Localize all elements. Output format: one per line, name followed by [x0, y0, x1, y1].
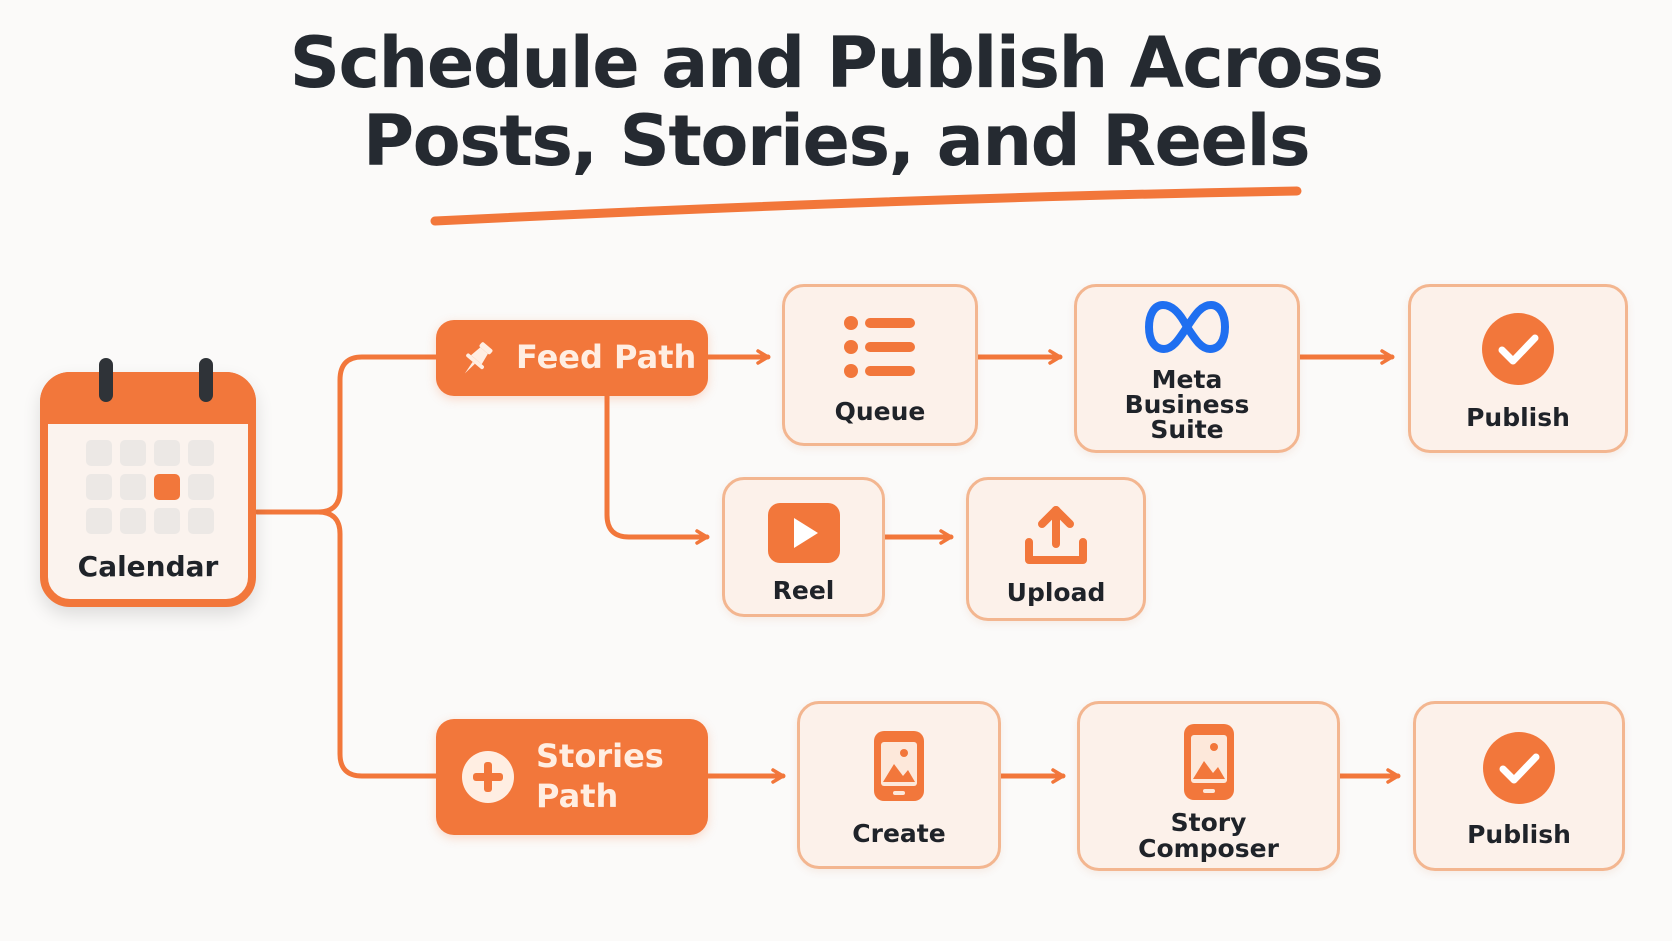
meta-logo-icon — [1145, 301, 1229, 353]
stories-path-label-line-1: Stories — [536, 737, 664, 775]
stories-publish-card[interactable]: Publish — [1413, 701, 1625, 871]
check-circle-icon — [1482, 313, 1554, 385]
stories-path-label-line-2: Path — [536, 777, 619, 815]
stories-path-pill[interactable]: Stories Path — [436, 719, 708, 835]
page-title-line-2: Posts, Stories, and Reels — [362, 100, 1311, 182]
reel-card[interactable]: Reel — [722, 477, 885, 617]
pin-icon — [464, 342, 493, 374]
connector-to-stories — [315, 509, 439, 779]
check-circle-icon — [1483, 732, 1555, 804]
feed-publish-card[interactable]: Publish — [1408, 284, 1628, 453]
feed-publish-label: Publish — [1466, 403, 1570, 432]
upload-card[interactable]: Upload — [966, 477, 1146, 621]
feed-path-label: Feed Path — [516, 338, 697, 376]
play-icon — [767, 503, 840, 563]
calendar-ring-left — [99, 358, 113, 402]
phone-image-icon — [874, 731, 924, 801]
page-title-line-1: Schedule and Publish Across — [289, 22, 1384, 104]
queue-label: Queue — [834, 397, 926, 426]
list-icon — [844, 316, 915, 378]
upload-icon — [1025, 506, 1087, 564]
stories-publish-label: Publish — [1467, 820, 1571, 849]
create-card[interactable]: Create — [797, 701, 1001, 869]
upload-label: Upload — [1006, 578, 1106, 607]
calendar-card[interactable]: Calendar — [40, 358, 256, 607]
phone-image-icon — [1183, 724, 1234, 800]
queue-card[interactable]: Queue — [782, 284, 978, 446]
plus-circle-icon — [462, 751, 514, 803]
create-label: Create — [852, 819, 946, 848]
feed-path-pill[interactable]: Feed Path — [436, 320, 708, 396]
story-composer-label-line-2: Composer — [1138, 834, 1279, 863]
story-composer-label-line-1: Story — [1170, 808, 1247, 837]
meta-label-line-1: Meta — [1151, 365, 1223, 394]
connector-to-feed — [315, 354, 439, 515]
story-composer-card[interactable]: Story Composer — [1077, 701, 1340, 871]
calendar-label: Calendar — [77, 550, 219, 583]
reel-label: Reel — [772, 576, 835, 605]
meta-label-line-3: Suite — [1150, 415, 1224, 444]
calendar-header — [40, 372, 256, 424]
meta-business-suite-card[interactable]: Meta Business Suite — [1074, 284, 1300, 453]
connector-feed-to-reel — [604, 391, 710, 545]
title-underline — [430, 186, 1302, 226]
meta-label-line-2: Business — [1124, 390, 1250, 419]
calendar-ring-right — [199, 358, 213, 402]
title-underline-accent — [646, 197, 942, 211]
